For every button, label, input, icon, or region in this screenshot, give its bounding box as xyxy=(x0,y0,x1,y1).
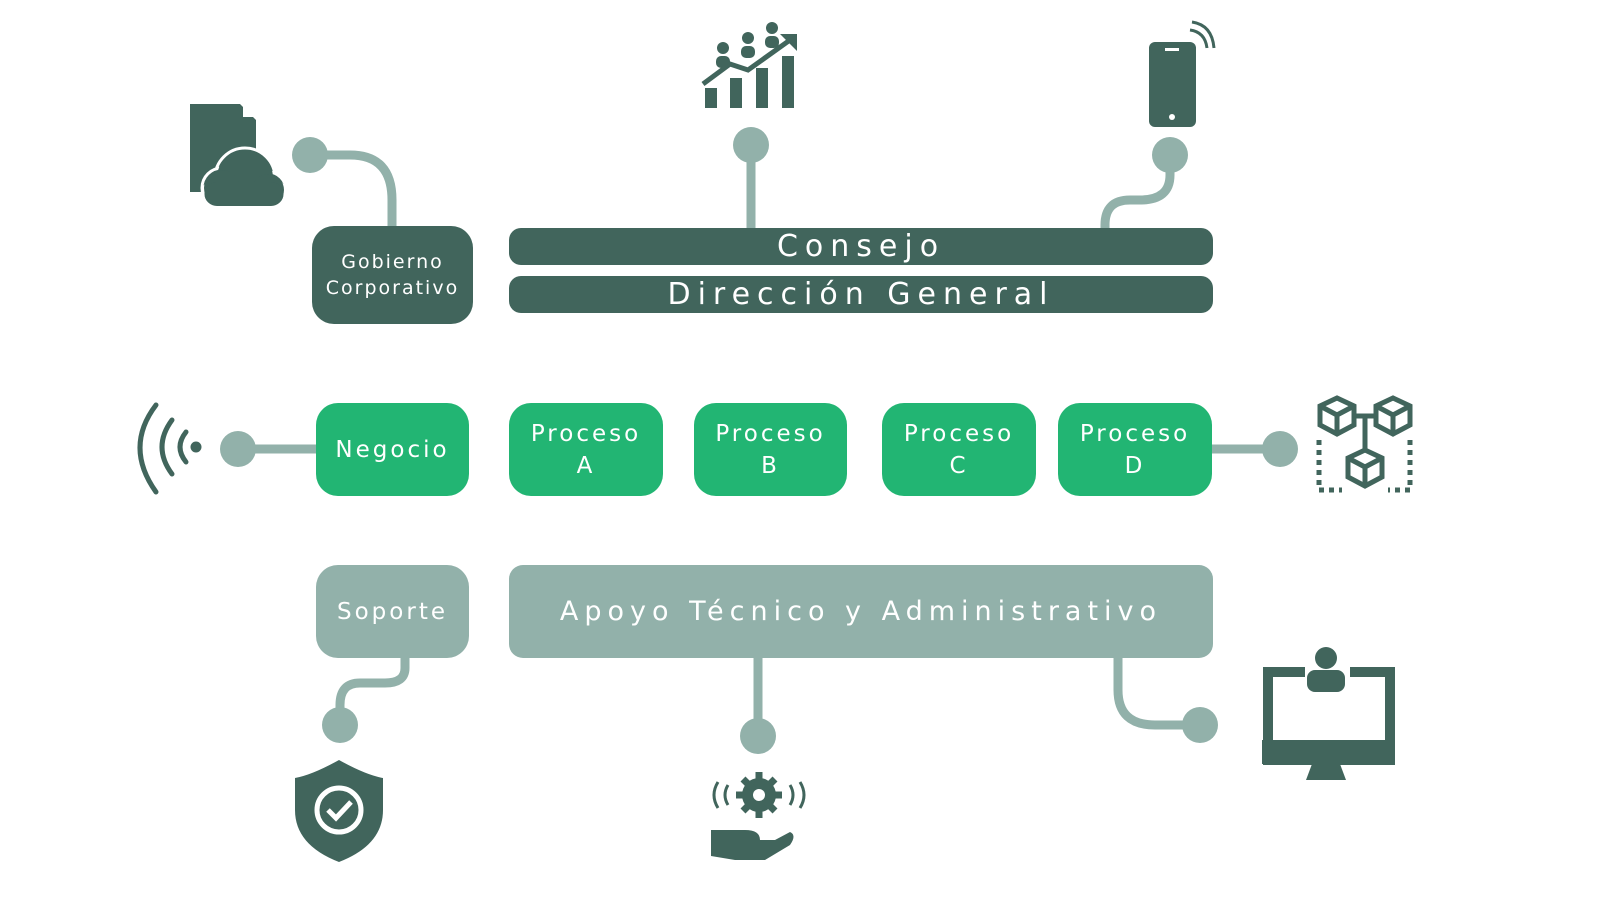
consejo-bar: Consejo xyxy=(509,228,1213,265)
direccion-label: Dirección General xyxy=(667,277,1055,312)
mobile-phone-icon xyxy=(1149,20,1216,127)
cloud-document-icon xyxy=(190,104,288,210)
gear-hand-icon xyxy=(711,772,806,860)
direccion-general-bar: Dirección General xyxy=(509,276,1213,313)
connector-soporte xyxy=(335,658,410,725)
shield-check-icon xyxy=(295,760,383,862)
soporte-box: Soporte xyxy=(316,565,469,658)
consejo-label: Consejo xyxy=(776,229,946,264)
proceso-letter: A xyxy=(576,452,596,479)
blockchain-cubes-icon xyxy=(1316,395,1413,493)
proceso-letter: C xyxy=(949,452,969,479)
apoyo-tecnico-box: Apoyo Técnico y Administrativo xyxy=(509,565,1213,658)
connector-gobierno xyxy=(310,150,397,228)
proceso-letter: B xyxy=(761,452,780,479)
growth-chart-icon xyxy=(701,22,797,108)
soporte-label: Soporte xyxy=(337,598,448,625)
negocio-box: Negocio xyxy=(316,403,469,496)
proceso-label: Proceso xyxy=(530,420,642,447)
gobierno-line1: Gobierno xyxy=(341,251,444,273)
node-dot xyxy=(1262,431,1298,467)
user-monitor-icon xyxy=(1262,647,1395,780)
gobierno-line2: Corporativo xyxy=(325,277,460,299)
node-dot xyxy=(1182,707,1218,743)
node-dot xyxy=(733,127,769,163)
apoyo-label: Apoyo Técnico y Administrativo xyxy=(559,596,1163,627)
proceso-letter: D xyxy=(1124,452,1146,479)
proceso-label: Proceso xyxy=(1079,420,1191,447)
node-dot xyxy=(292,137,328,173)
node-dot xyxy=(1152,137,1188,173)
connector-apoyo-right xyxy=(1113,658,1200,730)
proceso-label: Proceso xyxy=(715,420,826,447)
connector-consejo-phone xyxy=(1100,155,1175,228)
proceso-label: Proceso xyxy=(903,420,1015,447)
gobierno-corporativo-box: Gobierno Corporativo xyxy=(312,226,473,324)
node-dot xyxy=(220,431,256,467)
wireless-signal-icon xyxy=(137,402,202,495)
node-dot xyxy=(740,718,776,754)
negocio-label: Negocio xyxy=(335,436,450,463)
node-dot xyxy=(322,707,358,743)
